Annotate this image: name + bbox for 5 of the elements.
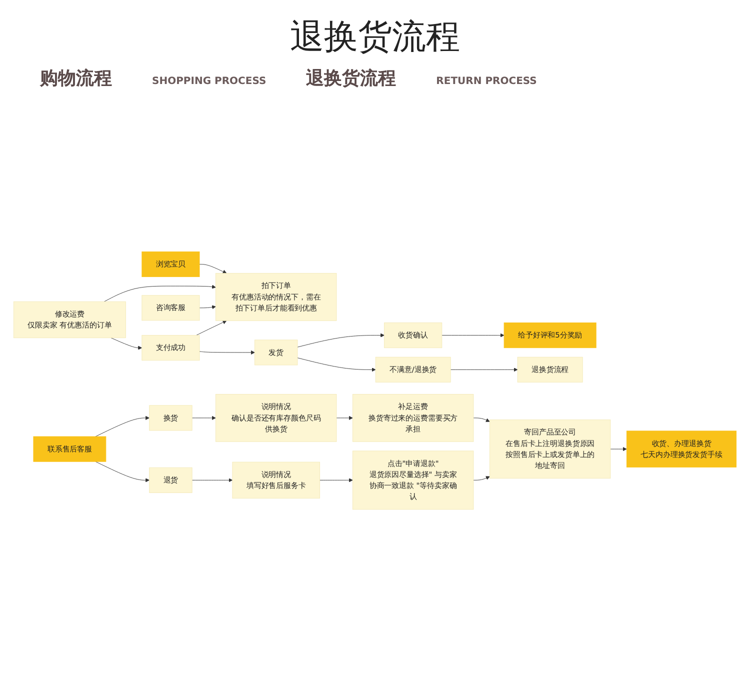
section-heading: 购物流程 <box>40 67 112 90</box>
title: 退换货流程 <box>289 16 461 59</box>
section-subtitle: SHOPPING PROCESS <box>152 76 266 87</box>
section-subtitle: RETURN PROCESS <box>436 76 537 87</box>
section-heading: 退换货流程 <box>306 67 396 90</box>
